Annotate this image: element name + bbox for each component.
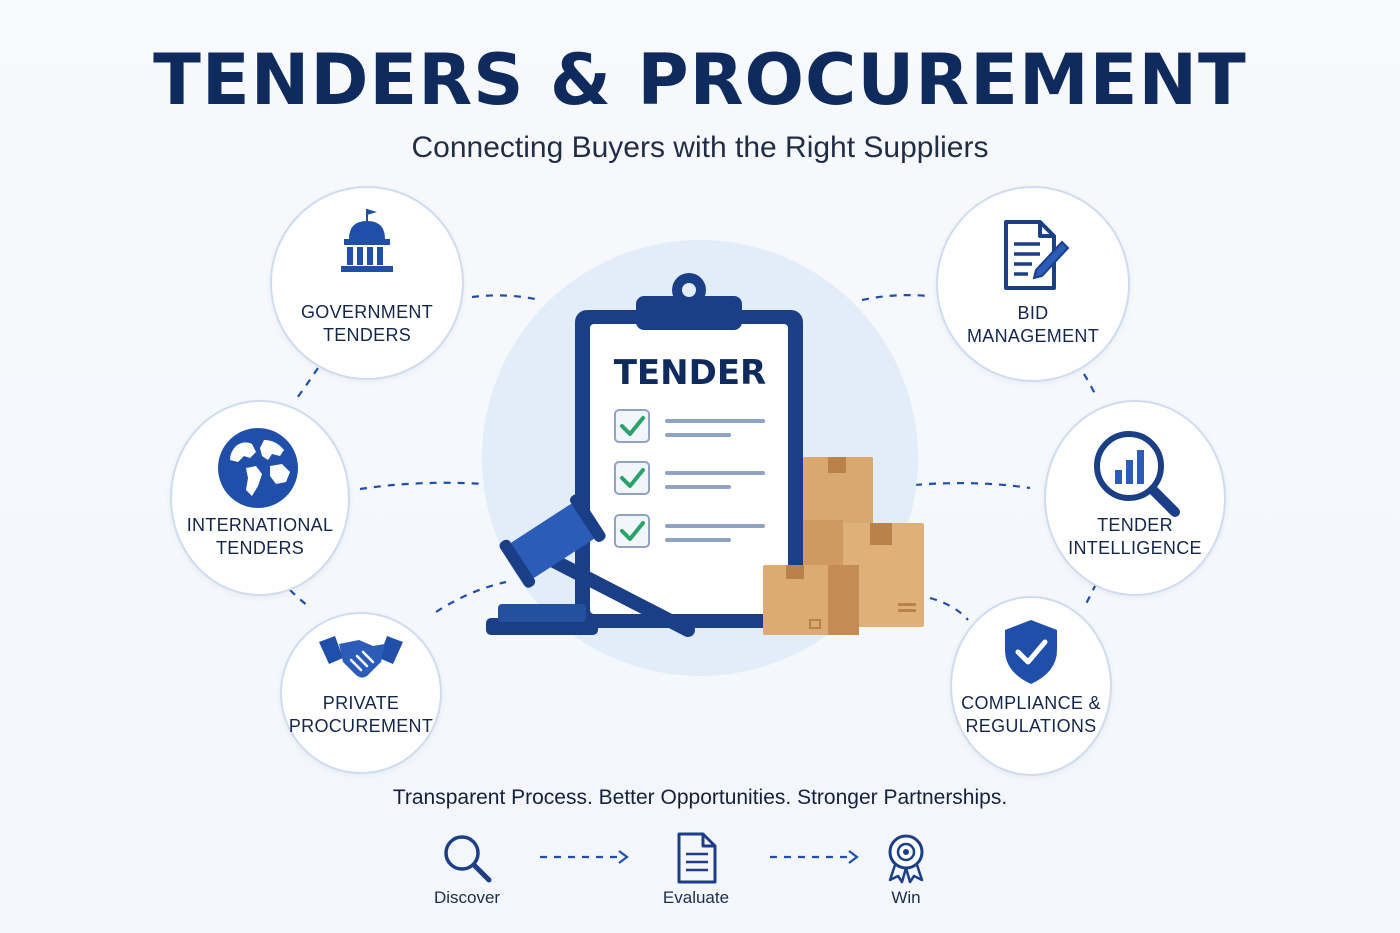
badge-compliance-regulations[interactable]: COMPLIANCE & REGULATIONS: [950, 596, 1112, 776]
checklist: [614, 409, 765, 548]
connector-international: [359, 481, 485, 491]
step-win: Win: [891, 888, 921, 907]
clipboard-title: TENDER: [614, 353, 767, 393]
connector-bid: [861, 294, 929, 302]
badge-label-line: PRIVATE: [322, 693, 400, 713]
page-subtitle: Connecting Buyers with the Right Supplie…: [411, 131, 989, 164]
badge-international-tenders[interactable]: INTERNATIONAL TENDERS: [170, 400, 350, 596]
badge-government-tenders[interactable]: GOVERNMENT TENDERS: [270, 186, 464, 380]
badge-label-line: INTERNATIONAL: [186, 515, 334, 535]
connector-government: [471, 294, 536, 301]
connector-intel-compliance: [1083, 583, 1097, 609]
connector-compliance: [929, 596, 969, 621]
badge-label-line: REGULATIONS: [965, 716, 1097, 736]
badge-label-line: TENDERS: [322, 325, 412, 345]
globe-icon: [218, 428, 298, 508]
handshake-icon: [319, 636, 403, 678]
connector-intelligence: [914, 481, 1031, 490]
connector-gov-intl: [293, 367, 319, 403]
badge-label-line: BID: [1017, 303, 1049, 323]
connector-bid-intel: [1083, 373, 1097, 397]
checklist-item: [614, 409, 765, 443]
document-icon: [677, 832, 717, 884]
checklist-item: [614, 514, 765, 548]
document-pen-icon: [1004, 220, 1070, 290]
checklist-item: [614, 461, 765, 495]
step-discover: Discover: [433, 888, 501, 907]
page-title: TENDERS & PROCUREMENT: [153, 39, 1247, 121]
badge-label-line: TENDER: [1097, 515, 1173, 535]
connector-intl-private: [289, 589, 309, 607]
shield-check-icon: [1005, 620, 1057, 684]
gavel-icon: [486, 493, 695, 637]
tagline: Transparent Process. Better Opportunitie…: [392, 786, 1008, 809]
badge-label-line: GOVERNMENT: [300, 302, 433, 322]
badge-private-procurement[interactable]: PRIVATE PROCUREMENT: [280, 612, 442, 774]
government-building-icon: [341, 209, 393, 272]
badge-label-line: TENDERS: [215, 538, 305, 558]
badge-label-line: COMPLIANCE &: [961, 693, 1101, 713]
award-icon: [888, 834, 924, 884]
search-icon: [444, 835, 492, 883]
badge-bid-management[interactable]: BID MANAGEMENT: [936, 186, 1130, 382]
step-evaluate: Evaluate: [662, 888, 730, 907]
boxes-icon: [763, 457, 924, 635]
connector-private: [435, 580, 507, 613]
badge-tender-intelligence[interactable]: TENDER INTELLIGENCE: [1044, 400, 1226, 596]
badge-label-line: MANAGEMENT: [966, 326, 1099, 346]
step-arrowheads: [618, 850, 859, 864]
badge-label-line: INTELLIGENCE: [1068, 538, 1202, 558]
magnifier-chart-icon: [1094, 431, 1180, 517]
badge-label-line: PROCUREMENT: [288, 716, 434, 736]
